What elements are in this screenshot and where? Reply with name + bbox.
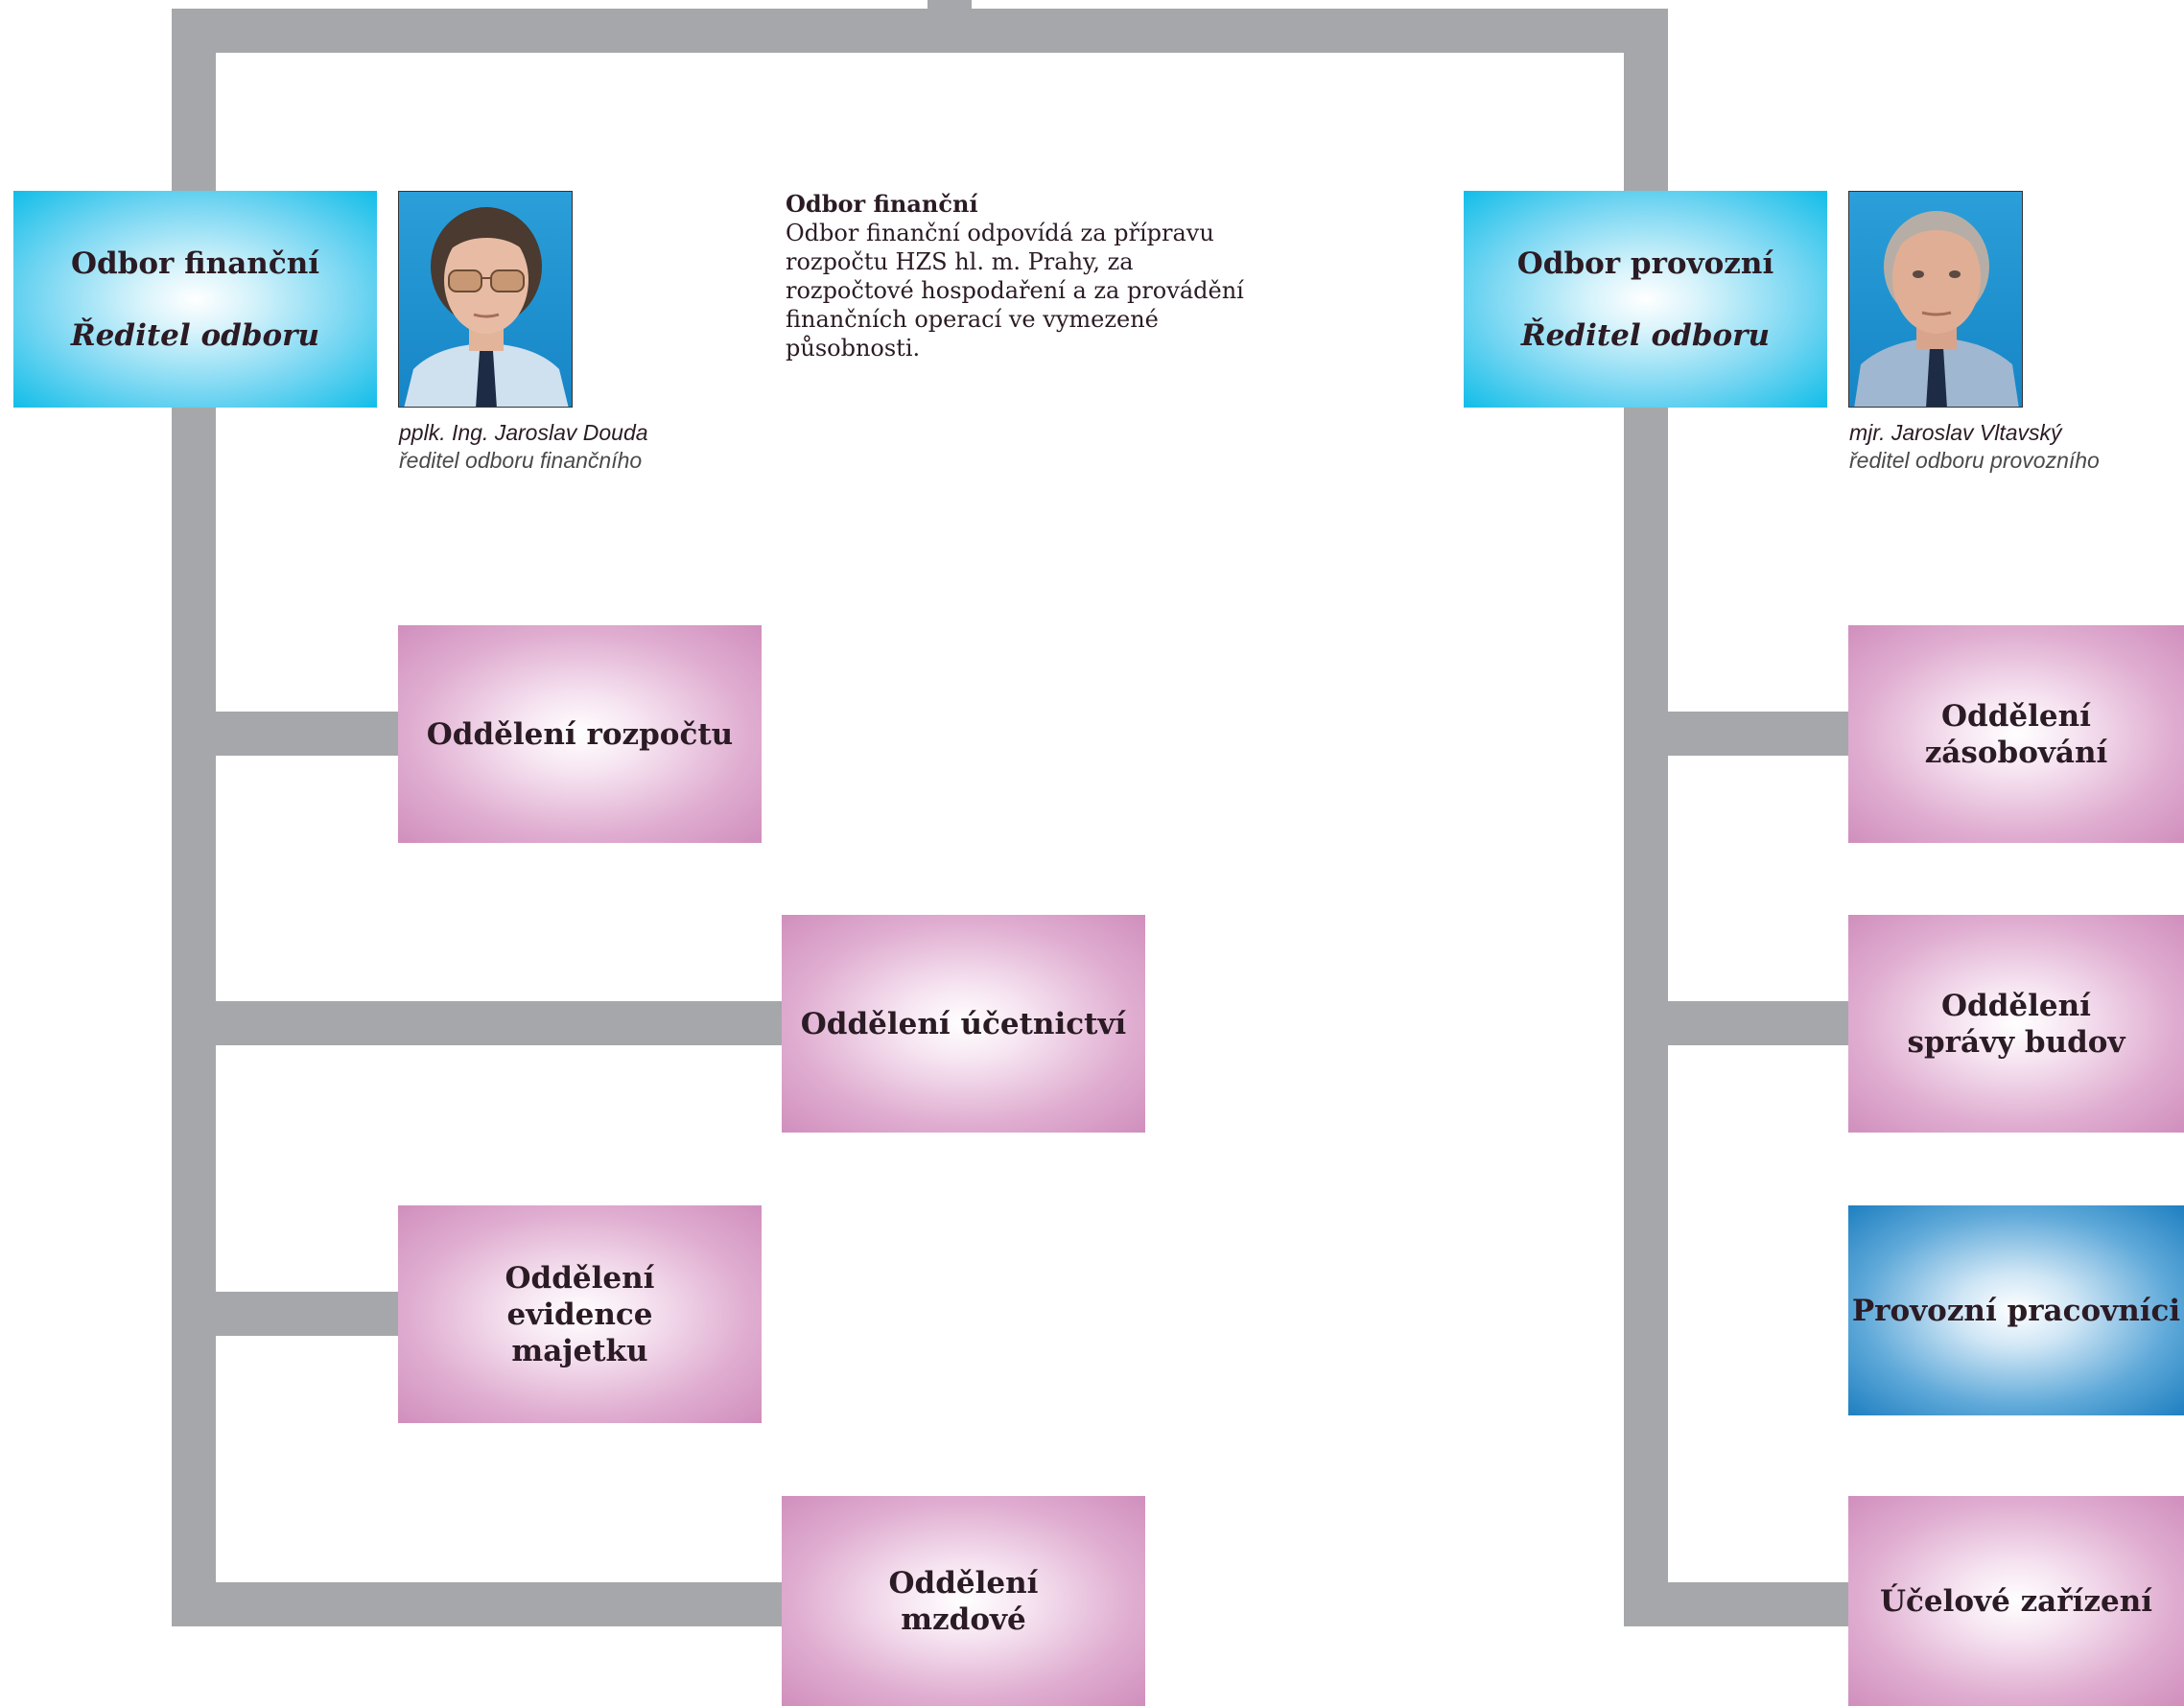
- connector-left-branch-3: [216, 1292, 398, 1336]
- connector-left-branch-2: [216, 1001, 782, 1045]
- department-box-ucetnictvi: Oddělení účetnictví: [782, 915, 1145, 1133]
- connector-top-bar: [172, 9, 1668, 53]
- director-box-financni: Odbor finanční Ředitel odboru: [13, 191, 377, 408]
- person-name: mjr. Jaroslav Vltavský: [1849, 420, 2062, 445]
- department-box-mzdove: Oddělení mzdové: [782, 1496, 1145, 1706]
- description-financni: Odbor finanční Odbor finanční odpovídá z…: [786, 190, 1265, 362]
- person-name: pplk. Ing. Jaroslav Douda: [399, 420, 648, 445]
- department-box-evidence-majetku: Oddělení evidence majetku: [398, 1205, 762, 1423]
- department-label: Oddělení zásobování: [1924, 698, 2108, 770]
- director-box-title: Odbor finanční: [70, 246, 320, 281]
- director-box-title: Odbor provozní: [1516, 246, 1774, 281]
- connector-left-branch-4: [172, 1582, 782, 1626]
- department-label: Oddělení správy budov: [1907, 988, 2125, 1060]
- staff-box-provozni-pracovnici: Provozní pracovníci: [1848, 1205, 2184, 1415]
- department-box-spravy-budov: Oddělení správy budov: [1848, 915, 2184, 1133]
- connector-right-branch-2: [1668, 1001, 1850, 1045]
- connector-left-branch-1: [216, 712, 398, 756]
- person-caption-douda: pplk. Ing. Jaroslav Douda ředitel odboru…: [399, 419, 706, 475]
- description-heading: Odbor finanční: [786, 190, 978, 218]
- person-role: ředitel odboru finančního: [399, 448, 643, 473]
- director-box-subtitle: Ředitel odboru: [70, 318, 320, 353]
- description-text: Odbor finanční odpovídá za přípravu rozp…: [786, 220, 1244, 362]
- department-label: Oddělení mzdové: [888, 1565, 1039, 1637]
- person-caption-vltavsky: mjr. Jaroslav Vltavský ředitel odboru pr…: [1849, 419, 2156, 475]
- department-box-zasobovani: Oddělení zásobování: [1848, 625, 2184, 843]
- department-box-ucelove-zarizeni: Účelové zařízení: [1848, 1496, 2184, 1706]
- department-box-rozpoctu: Oddělení rozpočtu: [398, 625, 762, 843]
- department-label: Oddělení rozpočtu: [426, 716, 734, 752]
- person-role: ředitel odboru provozního: [1849, 448, 2100, 473]
- portrait-photo-douda: [398, 191, 573, 408]
- department-label: Provozní pracovníci: [1851, 1293, 2181, 1328]
- director-box-provozni: Odbor provozní Ředitel odboru: [1464, 191, 1827, 408]
- department-label: Oddělení účetnictví: [800, 1006, 1127, 1041]
- department-label: Účelové zařízení: [1879, 1583, 2153, 1619]
- director-box-subtitle: Ředitel odboru: [1520, 318, 1771, 353]
- connector-right-branch-1: [1668, 712, 1850, 756]
- department-label: Oddělení evidence majetku: [505, 1260, 655, 1368]
- portrait-photo-vltavsky: [1848, 191, 2023, 408]
- connector-right-branch-4: [1624, 1582, 1850, 1626]
